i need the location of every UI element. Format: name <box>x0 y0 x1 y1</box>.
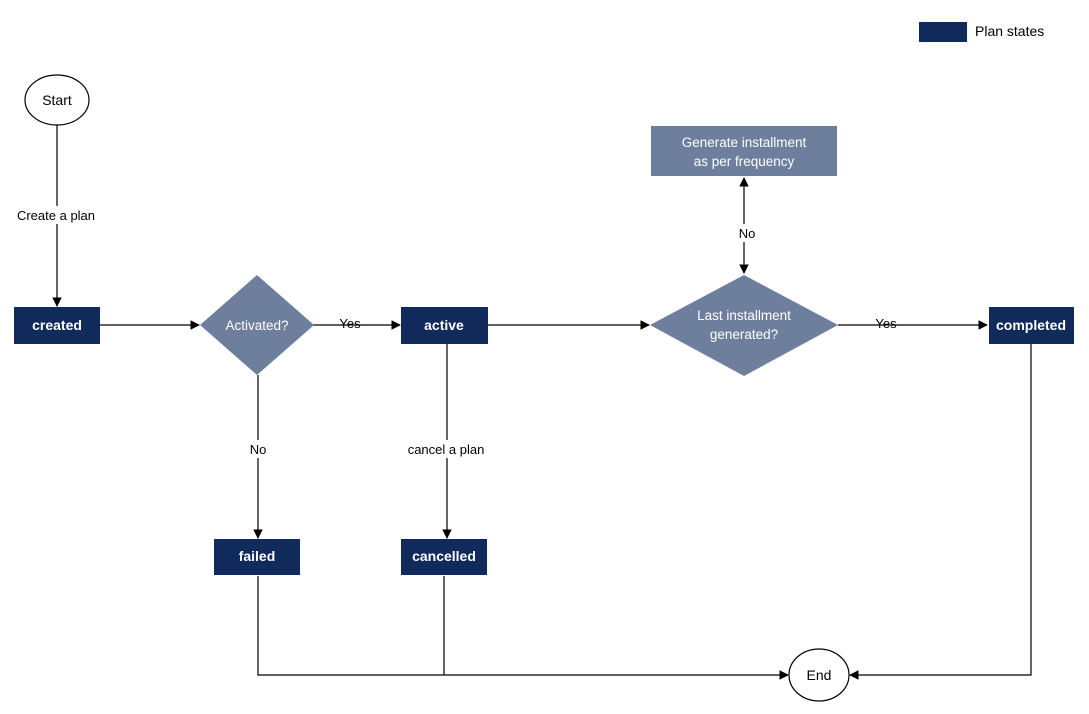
edge-label-last-no: No <box>739 226 756 241</box>
decision-activated-label: Activated? <box>225 318 288 333</box>
state-cancelled <box>401 539 487 575</box>
generate-installment-box <box>651 126 837 176</box>
edge-label-bg-last-no <box>733 224 757 242</box>
edge-label-cancel-plan: cancel a plan <box>408 442 485 457</box>
start-label: Start <box>42 92 72 108</box>
state-created <box>14 307 100 344</box>
edge-label-last-yes: Yes <box>875 316 897 331</box>
decision-last-installment-line1: Last installment <box>697 308 791 323</box>
edge-label-activated-yes: Yes <box>339 316 361 331</box>
decision-activated <box>200 275 314 375</box>
edge-label-bg-cancel <box>402 440 492 458</box>
state-created-label: created <box>32 317 82 333</box>
edge-label-create-plan: Create a plan <box>17 208 95 223</box>
edge-completed-end <box>849 344 1032 680</box>
state-failed <box>214 539 300 575</box>
legend-swatch <box>919 22 967 42</box>
edge-label-bg-no <box>246 440 270 458</box>
decision-last-installment-line2: generated? <box>710 327 778 342</box>
state-active <box>401 307 488 344</box>
generate-installment-line1: Generate installment <box>682 135 807 150</box>
start-node <box>24 74 90 126</box>
edge-failed-end <box>257 576 789 680</box>
edge-label-activated-no: No <box>250 442 267 457</box>
end-label: End <box>807 667 832 683</box>
generate-installment-line2: as per frequency <box>694 154 795 169</box>
decision-last-installment <box>650 275 838 376</box>
state-failed-label: failed <box>239 548 276 564</box>
state-cancelled-label: cancelled <box>412 548 476 564</box>
state-completed-label: completed <box>996 317 1066 333</box>
legend-label: Plan states <box>975 23 1044 39</box>
edge-label-bg-create <box>10 206 102 224</box>
end-node <box>788 648 850 702</box>
state-active-label: active <box>424 317 464 333</box>
state-completed <box>989 307 1074 344</box>
